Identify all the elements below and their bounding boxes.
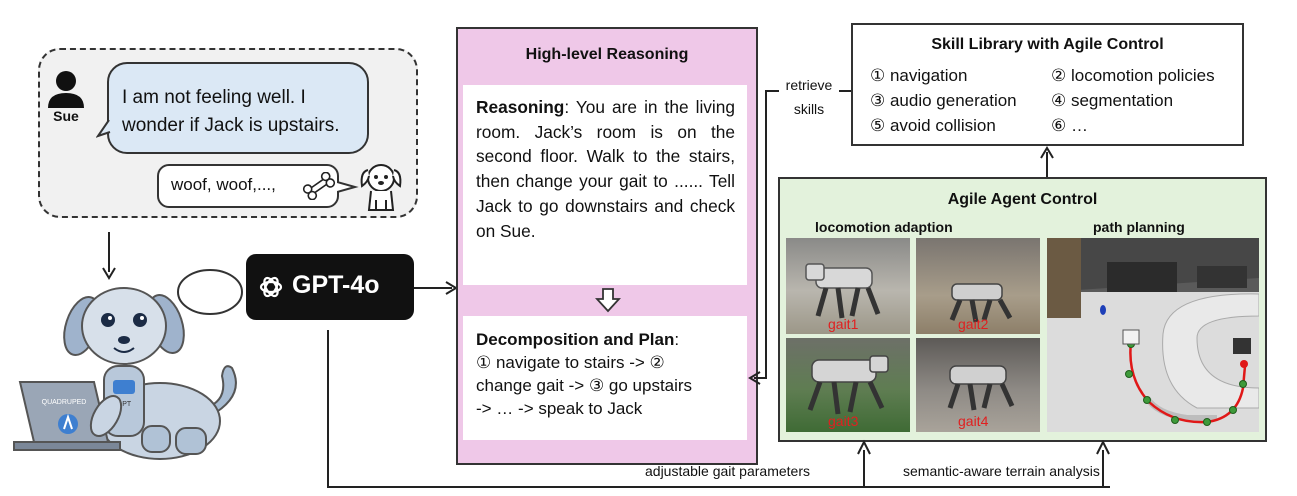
hollow-arrow-down-icon — [595, 288, 621, 313]
skill-item: ② locomotion policies — [1051, 66, 1215, 85]
skill-library-title: Skill Library with Agile Control — [931, 36, 1164, 53]
skill-library-panel — [851, 23, 1244, 146]
robot-dog-illustration: GPT QUADRUPED — [13, 269, 243, 460]
plan-box: Decomposition and Plan: ① navigate to st… — [463, 316, 747, 440]
plan-line-3: -> … -> speak to Jack — [476, 399, 643, 418]
plan-line-1: ① navigate to stairs -> ② — [476, 353, 665, 372]
dog-reply: woof, woof,..., — [171, 175, 276, 194]
gait-label: gait2 — [958, 316, 989, 332]
gait-label: gait4 — [958, 413, 989, 429]
arrow-down — [102, 232, 116, 280]
gait-label: gait1 — [828, 316, 859, 332]
arrow-right — [414, 281, 458, 295]
skill-item: ① navigation — [870, 66, 968, 85]
bubble-tail-right — [337, 181, 359, 193]
plan-colon: : — [674, 330, 680, 349]
arrow-up — [1040, 146, 1054, 178]
reasoning-label: Reasoning — [476, 97, 565, 117]
model-name: GPT-4o — [292, 271, 380, 299]
reasoning-text: : You are in the living room. Jack’s roo… — [476, 97, 735, 241]
sue-speech-line-2: wonder if Jack is upstairs. — [122, 115, 340, 136]
terrain-analysis-label: semantic-aware terrain analysis — [903, 463, 1100, 479]
plan-label: Decomposition and Plan — [476, 330, 675, 349]
dog-speech-bubble: woof, woof,..., — [157, 164, 339, 208]
gait-parameters-label: adjustable gait parameters — [645, 463, 810, 479]
skill-item: ⑤ avoid collision — [870, 116, 996, 135]
plan-line-2: change gait -> ③ go upstairs — [476, 376, 693, 395]
bone-icon — [302, 172, 336, 200]
skill-item: ⑥ … — [1051, 116, 1088, 135]
retrieve-label: retrieve — [779, 77, 839, 93]
locomotion-title: locomotion adaption — [815, 219, 953, 235]
dog-icon — [360, 164, 402, 211]
skill-item: ③ audio generation — [870, 91, 1017, 110]
bubble-tail — [96, 119, 111, 138]
agile-control-title: Agile Agent Control — [947, 191, 1098, 208]
gait-photo-4 — [916, 338, 1040, 432]
gait-photo-2 — [916, 238, 1040, 334]
reasoning-box: Reasoning: You are in the living room. J… — [463, 85, 747, 285]
model-badge — [246, 254, 414, 320]
reasoning-panel-title: High-level Reasoning — [525, 46, 689, 63]
openai-logo-icon — [259, 276, 283, 298]
user-icon — [48, 71, 84, 108]
sue-speech-line-1: I am not feeling well. I — [122, 87, 306, 108]
feedback-connector — [327, 330, 1100, 488]
gait-photo-1 — [786, 238, 910, 334]
gait-photo-3 — [786, 338, 910, 432]
terrain-connector — [1096, 440, 1110, 487]
sue-speech-bubble: I am not feeling well. I wonder if Jack … — [107, 62, 369, 154]
skills-label: skills — [793, 101, 825, 117]
path-planning-title: path planning — [1093, 219, 1185, 235]
terrain-base — [1094, 486, 1110, 488]
skill-item: ④ segmentation — [1051, 91, 1174, 110]
gait-label: gait3 — [828, 413, 859, 429]
svg-text:GPT: GPT — [117, 401, 132, 408]
speaker-name: Sue — [53, 108, 79, 124]
path-planning-scene — [1047, 238, 1259, 432]
laptop-label: QUADRUPED — [42, 399, 87, 406]
